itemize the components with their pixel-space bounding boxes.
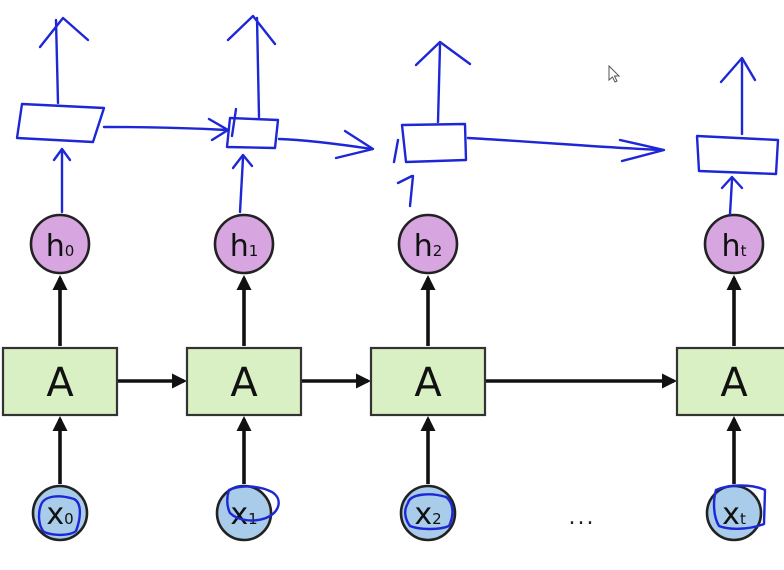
input-node: x1 xyxy=(215,484,273,542)
mouse-cursor-icon xyxy=(608,64,621,83)
svg-text:h0: h0 xyxy=(46,229,75,264)
output-layer-sketch-0 xyxy=(15,16,106,214)
hidden-symbol: h xyxy=(230,229,249,264)
handwritten-annotations xyxy=(15,14,780,537)
layer-output-arrowhead xyxy=(414,40,472,67)
layer-input-line xyxy=(238,156,245,214)
svg-text:x1: x1 xyxy=(230,497,257,532)
layer-input-arrowhead xyxy=(720,175,744,190)
svg-text:x0: x0 xyxy=(46,497,73,532)
input-subscript: t xyxy=(740,510,746,528)
input-scribble-1 xyxy=(226,485,280,522)
layer-input-arrowhead xyxy=(231,153,254,170)
layer-output-line xyxy=(255,16,261,119)
hidden-state-node: h0 xyxy=(29,213,91,275)
layer-box xyxy=(695,134,780,176)
layer-box xyxy=(15,102,106,144)
input-subscript: 0 xyxy=(64,510,74,528)
cell-block: A xyxy=(369,346,487,417)
input-symbol: x xyxy=(46,497,64,532)
cell-box xyxy=(185,346,303,417)
output-layer-sketch-t xyxy=(695,56,780,216)
cell-label: A xyxy=(46,360,74,406)
layer-output-line xyxy=(54,18,60,105)
cell-label: A xyxy=(414,360,442,406)
time-step-t: A ht xt xyxy=(675,213,784,542)
layer-output-arrowhead xyxy=(38,16,90,49)
layer-output-arrowhead xyxy=(226,14,277,46)
hidden-subscript: t xyxy=(741,242,747,260)
svg-text:xt: xt xyxy=(722,497,746,532)
input-symbol: x xyxy=(414,497,432,532)
layer-left-stroke xyxy=(392,138,400,164)
layer-output-line xyxy=(436,43,442,124)
cell-label: A xyxy=(720,360,748,406)
cell-block: A xyxy=(675,346,784,417)
hidden-symbol: h xyxy=(414,229,433,264)
svg-text:h2: h2 xyxy=(414,229,443,264)
output-layer-sketch-1 xyxy=(225,14,280,214)
time-step-0: A h0 x0 xyxy=(1,213,119,542)
cell-label: A xyxy=(230,360,258,406)
cell-box xyxy=(1,346,119,417)
layer-input-arrowhead xyxy=(396,174,415,208)
hidden-subscript: 1 xyxy=(249,242,259,260)
layer-side-stroke xyxy=(230,107,238,138)
hidden-circle xyxy=(29,213,91,275)
cell-block: A xyxy=(185,346,303,417)
time-step-1: A h1 x1 xyxy=(185,213,303,542)
layer-box xyxy=(400,122,468,164)
sequence-ellipsis: ... xyxy=(569,505,596,530)
handwritten-arrow-0-1 xyxy=(102,117,230,142)
layer-input-line xyxy=(728,178,734,216)
cell-box xyxy=(675,346,784,417)
input-subscript: 1 xyxy=(248,510,258,528)
input-subscript: 2 xyxy=(432,510,442,528)
svg-text:h1: h1 xyxy=(230,229,259,264)
hidden-circle xyxy=(397,213,459,275)
svg-text:ht: ht xyxy=(722,229,747,264)
hidden-state-node: h1 xyxy=(213,213,275,275)
hidden-state-node: h2 xyxy=(397,213,459,275)
hidden-state-node: ht xyxy=(703,213,765,275)
hidden-circle xyxy=(703,213,765,275)
hidden-symbol: h xyxy=(722,229,741,264)
svg-text:x2: x2 xyxy=(414,497,441,532)
layer-box xyxy=(225,116,280,150)
output-layer-sketch-2 xyxy=(392,40,472,208)
input-scribble-0 xyxy=(37,495,82,537)
input-scribble-t xyxy=(712,484,767,530)
cell-box xyxy=(369,346,487,417)
time-step-2: A h2 x2 xyxy=(369,213,487,542)
cell-block: A xyxy=(1,346,119,417)
input-symbol: x xyxy=(230,497,248,532)
hidden-circle xyxy=(213,213,275,275)
hidden-subscript: 2 xyxy=(433,242,443,260)
layer-input-arrowhead xyxy=(52,147,72,162)
hidden-symbol: h xyxy=(46,229,65,264)
handwritten-arrow-2-t xyxy=(466,136,666,163)
input-symbol: x xyxy=(722,497,740,532)
input-scribble-2 xyxy=(404,493,454,531)
hidden-subscript: 0 xyxy=(65,242,75,260)
handwritten-arrow-1-2 xyxy=(277,129,375,160)
layer-output-arrowhead xyxy=(719,56,757,84)
